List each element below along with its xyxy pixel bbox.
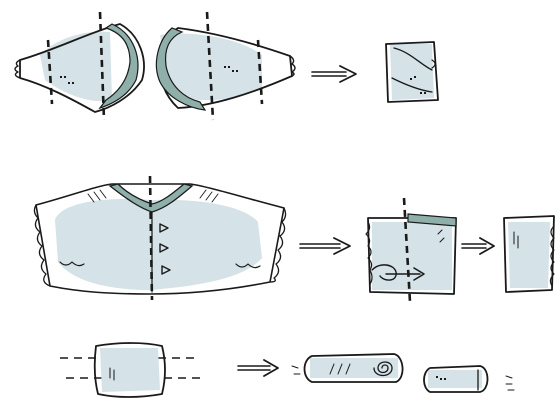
shirt-buttons [159,223,171,275]
narrow-strip [503,215,555,293]
fold-line [148,175,154,301]
small-roll [423,365,515,393]
sleeve-pair [14,11,296,121]
stitch-marks [224,66,238,72]
shirt-front [33,175,287,301]
long-roll [291,353,404,383]
fold-line [205,11,215,121]
folded-sleeve-pack [385,41,439,103]
square-bundle [60,342,204,398]
right-arrow-icon [237,359,279,377]
right-arrow-icon [299,237,351,255]
left-sleeve [14,23,145,113]
right-arrow-icon [461,237,495,255]
spiral-icon [373,361,393,377]
folded-halves [365,197,457,303]
right-arrow-icon [311,65,357,83]
stitch-marks [60,76,74,84]
right-sleeve [155,27,296,111]
fold-line [46,39,54,105]
fold-line [256,39,264,105]
fold-line [98,11,106,121]
fold-line [402,197,412,303]
